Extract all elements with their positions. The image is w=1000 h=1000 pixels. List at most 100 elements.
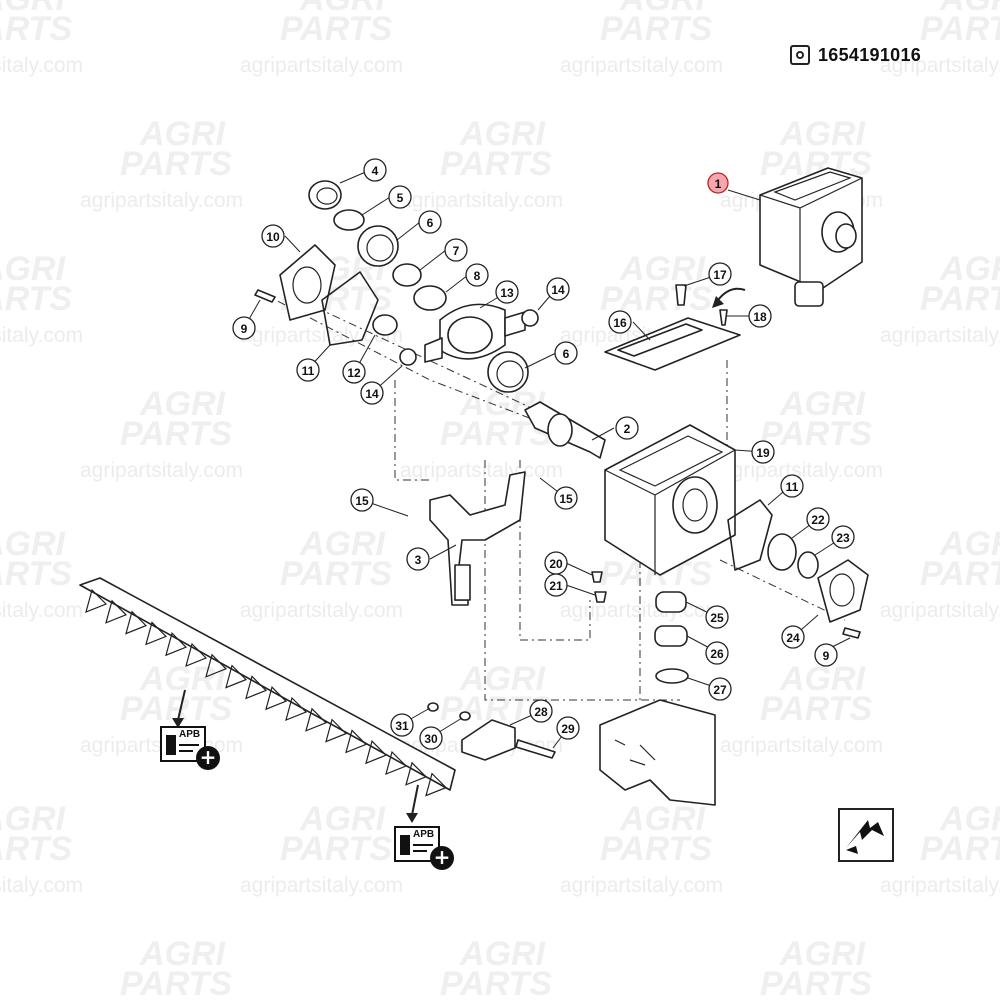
cover-part-24[interactable]: [817, 559, 869, 623]
plug-part-21[interactable]: [594, 591, 607, 603]
ring-part-5[interactable]: [333, 209, 365, 231]
watermark-url: agripartsitaly.com: [240, 324, 403, 347]
callout-part-13[interactable]: 13: [495, 280, 519, 304]
callout-part-6a[interactable]: 6: [418, 210, 442, 234]
cap-part-14a[interactable]: [399, 348, 417, 366]
watermark-url: agripartsitaly.com: [0, 599, 83, 622]
callout-part-2[interactable]: 2: [615, 416, 639, 440]
watermark-url: agripartsitaly.com: [0, 54, 83, 77]
callout-number: 14: [551, 283, 565, 297]
callout-part-28[interactable]: 28: [529, 699, 553, 723]
washer-part-30[interactable]: [459, 711, 471, 721]
callout-part-10[interactable]: 10: [261, 224, 285, 248]
main-housing-part-19[interactable]: [604, 424, 736, 576]
bushing-part-25[interactable]: [655, 591, 687, 613]
callout-part-15a[interactable]: 15: [350, 488, 374, 512]
plus-circle-icon[interactable]: +: [430, 846, 454, 870]
callout-part-27[interactable]: 27: [708, 677, 732, 701]
watermark-logo-top: AGRI: [619, 0, 707, 18]
callout-part-9a[interactable]: 9: [232, 316, 256, 340]
pin-part-29[interactable]: [515, 739, 556, 759]
callout-part-29[interactable]: 29: [556, 716, 580, 740]
washer-part-31[interactable]: [427, 702, 439, 712]
flange-part-10[interactable]: [279, 244, 336, 321]
cap-part-14b[interactable]: [521, 309, 539, 327]
callout-part-20[interactable]: 20: [544, 551, 568, 575]
callout-number: 26: [710, 647, 724, 661]
callout-part-1[interactable]: 1: [707, 172, 729, 194]
callout-part-17[interactable]: 17: [708, 262, 732, 286]
bearing-part-6b[interactable]: [487, 351, 529, 393]
callout-number: 27: [713, 683, 727, 697]
part-code-header: 1654191016: [790, 42, 921, 68]
bolt-part-9b[interactable]: [842, 627, 861, 639]
apb-label: APB: [413, 829, 435, 840]
callout-part-6b[interactable]: 6: [554, 341, 578, 365]
bushing-part-26[interactable]: [654, 625, 688, 647]
bushing-part-12[interactable]: [372, 314, 398, 336]
bearing-part-6a[interactable]: [357, 225, 399, 267]
breather-part-17[interactable]: [675, 284, 687, 306]
callout-number: 15: [559, 492, 573, 506]
gearbox-assembly-part-1[interactable]: [759, 167, 863, 307]
knife-head-part-28[interactable]: [461, 719, 516, 761]
navigate-button[interactable]: [838, 808, 894, 862]
callout-part-7[interactable]: 7: [444, 238, 468, 262]
callout-part-30[interactable]: 30: [419, 726, 443, 750]
callout-number: 19: [756, 446, 770, 460]
plug-part-20[interactable]: [591, 571, 603, 583]
ring-part-27[interactable]: [655, 668, 689, 684]
gasket-part-11b[interactable]: [727, 499, 773, 571]
apb-card-button[interactable]: APB +: [394, 826, 454, 872]
apb-label: APB: [179, 729, 201, 740]
callout-part-19[interactable]: 19: [751, 440, 775, 464]
mounting-bracket: [599, 699, 716, 806]
bearing-housing-part-13[interactable]: [424, 303, 526, 363]
watermark-url: agripartsitaly.com: [560, 599, 723, 622]
callout-number: 25: [710, 611, 724, 625]
callout-part-25[interactable]: 25: [705, 605, 729, 629]
callout-part-16[interactable]: 16: [608, 310, 632, 334]
gasket-part-11a[interactable]: [321, 271, 379, 346]
ring-part-7[interactable]: [392, 263, 422, 287]
bolt-part-9a[interactable]: [254, 289, 276, 303]
watermark-url: agripartsitaly.com: [240, 599, 403, 622]
screw-part-18[interactable]: [719, 309, 728, 326]
callout-number: 21: [549, 579, 563, 593]
callout-part-14a[interactable]: 14: [360, 381, 384, 405]
ring-part-8[interactable]: [413, 285, 447, 311]
callout-part-18[interactable]: 18: [748, 304, 772, 328]
callout-part-12[interactable]: 12: [342, 360, 366, 384]
callout-part-5[interactable]: 5: [388, 185, 412, 209]
callout-part-9b[interactable]: 9: [814, 643, 838, 667]
callout-part-23[interactable]: 23: [831, 525, 855, 549]
callout-part-22[interactable]: 22: [806, 507, 830, 531]
callout-part-24[interactable]: 24: [781, 625, 805, 649]
yoke-part-3[interactable]: [429, 471, 526, 606]
callout-number: 18: [753, 310, 767, 324]
watermark-logo-top: AGRI: [459, 660, 547, 698]
watermark-logo-top: AGRI: [299, 525, 387, 563]
seal-part-4[interactable]: [308, 180, 342, 210]
callout-number: 31: [395, 719, 409, 733]
callout-part-3[interactable]: 3: [406, 547, 430, 571]
plus-circle-icon[interactable]: +: [196, 746, 220, 770]
callout-part-14b[interactable]: 14: [546, 277, 570, 301]
apb-card-button[interactable]: APB +: [160, 726, 220, 772]
callout-part-11b[interactable]: 11: [780, 474, 804, 498]
parts: [79, 167, 869, 823]
callout-part-31[interactable]: 31: [390, 713, 414, 737]
ring-part-23[interactable]: [797, 551, 819, 579]
callout-part-15b[interactable]: 15: [554, 486, 578, 510]
watermark-logo-bottom: PARTS: [760, 965, 872, 1000]
cover-plate-part-16[interactable]: [604, 317, 741, 371]
callout-part-8[interactable]: 8: [465, 263, 489, 287]
callout-part-4[interactable]: 4: [363, 158, 387, 182]
callout-part-11a[interactable]: 11: [296, 358, 320, 382]
watermark-logo-top: AGRI: [939, 250, 1000, 288]
seal-part-22[interactable]: [767, 533, 797, 571]
callout-part-26[interactable]: 26: [705, 641, 729, 665]
callout-part-21[interactable]: 21: [544, 573, 568, 597]
watermark-url: agripartsitaly.com: [720, 734, 883, 757]
watermark-url: agripartsitaly.com: [80, 189, 243, 212]
